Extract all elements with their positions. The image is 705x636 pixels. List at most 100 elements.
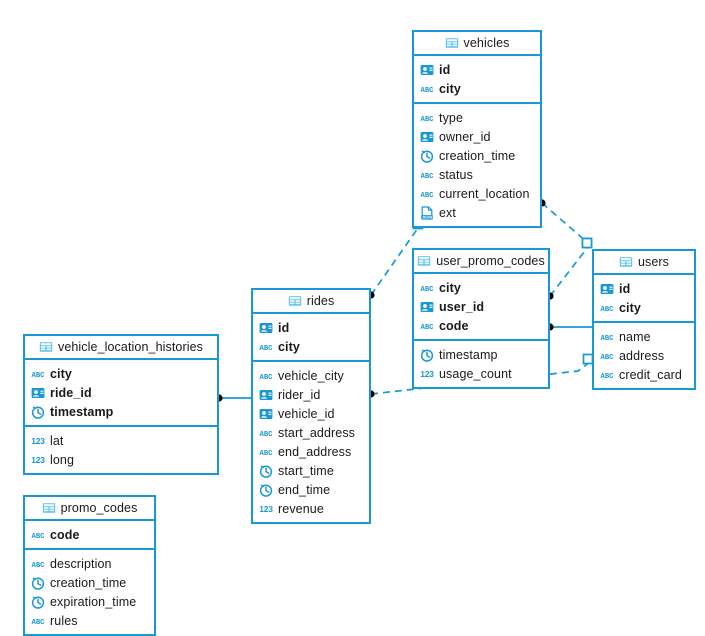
- id-card-icon: [420, 300, 434, 314]
- primary-key-section-promo_codes: ABC code: [25, 521, 154, 550]
- edge-vehicles-ext-endpoint[interactable]: [538, 199, 593, 249]
- field-row-vehicles-id[interactable]: id: [414, 60, 540, 79]
- table-grid-icon: [39, 340, 53, 354]
- id-card-icon: [259, 407, 273, 421]
- field-row-rides-city[interactable]: ABC city: [253, 337, 369, 356]
- abc-string-icon: ABC: [420, 281, 434, 295]
- field-row-users-id[interactable]: id: [594, 279, 694, 298]
- abc-string-icon: ABC: [259, 340, 273, 354]
- svg-text:JSON: JSON: [422, 214, 433, 219]
- abc-string-icon: ABC: [420, 82, 434, 96]
- svg-text:ABC: ABC: [601, 354, 614, 362]
- table-header-users[interactable]: users: [594, 251, 694, 275]
- table-header-rides[interactable]: rides: [253, 290, 369, 314]
- field-label: type: [439, 110, 464, 125]
- svg-text:ABC: ABC: [32, 562, 45, 570]
- table-header-user_promo_codes[interactable]: user_promo_codes: [414, 250, 548, 274]
- table-grid-icon: [417, 254, 431, 268]
- svg-text:ABC: ABC: [32, 372, 45, 380]
- abc-string-icon: ABC: [259, 445, 273, 459]
- field-row-vehicles-creation_time[interactable]: creation_time: [414, 146, 540, 165]
- field-row-vehicle_location_histories-timestamp[interactable]: timestamp: [25, 402, 217, 421]
- field-label: start_time: [278, 463, 334, 478]
- field-row-user_promo_codes-timestamp[interactable]: timestamp: [414, 345, 548, 364]
- field-row-rides-end_time[interactable]: end_time: [253, 480, 369, 499]
- abc-string-icon: ABC: [600, 368, 614, 382]
- abc-string-icon: ABC: [600, 301, 614, 315]
- svg-text:ABC: ABC: [421, 173, 434, 181]
- field-row-promo_codes-creation_time[interactable]: creation_time: [25, 573, 154, 592]
- abc-string-icon: ABC: [259, 369, 273, 383]
- field-row-rides-start_time[interactable]: start_time: [253, 461, 369, 480]
- field-row-user_promo_codes-user_id[interactable]: user_id: [414, 297, 548, 316]
- field-row-promo_codes-expiration_time[interactable]: expiration_time: [25, 592, 154, 611]
- abc-string-icon: ABC: [31, 528, 45, 542]
- field-row-rides-id[interactable]: id: [253, 318, 369, 337]
- field-row-vehicle_location_histories-ride_id[interactable]: ride_id: [25, 383, 217, 402]
- id-card-icon: [259, 321, 273, 335]
- table-title: vehicles: [463, 36, 510, 50]
- field-label: timestamp: [439, 347, 498, 362]
- svg-text:ABC: ABC: [421, 192, 434, 200]
- table-title: promo_codes: [60, 501, 138, 515]
- edge-vehicle_location_histories-to-rides[interactable]: [215, 394, 251, 402]
- field-row-rides-end_address[interactable]: ABC end_address: [253, 442, 369, 461]
- id-card-icon: [259, 388, 273, 402]
- field-label: expiration_time: [50, 594, 137, 609]
- field-row-rides-rider_id[interactable]: rider_id: [253, 385, 369, 404]
- field-label: city: [439, 81, 461, 96]
- table-header-vehicle_location_histories[interactable]: vehicle_location_histories: [25, 336, 217, 360]
- field-row-vehicles-city[interactable]: ABC city: [414, 79, 540, 98]
- id-card-icon: [420, 63, 434, 77]
- table-header-promo_codes[interactable]: promo_codes: [25, 497, 154, 521]
- field-label: code: [50, 527, 80, 542]
- svg-text:ABC: ABC: [601, 373, 614, 381]
- table-grid-icon: [619, 255, 633, 269]
- field-label: end_address: [278, 444, 352, 459]
- field-label: long: [50, 452, 75, 467]
- field-row-vehicles-ext[interactable]: JSON ext: [414, 203, 540, 222]
- table-grid-icon: [445, 36, 459, 50]
- field-row-rides-vehicle_id[interactable]: vehicle_id: [253, 404, 369, 423]
- field-label: city: [278, 339, 300, 354]
- svg-text:ABC: ABC: [260, 450, 273, 458]
- table-header-vehicles[interactable]: vehicles: [414, 32, 540, 56]
- edge-user_promo_codes-to-users[interactable]: [546, 323, 592, 331]
- field-label: creation_time: [439, 148, 516, 163]
- 123-number-icon: 123: [31, 435, 45, 446]
- field-row-promo_codes-code[interactable]: ABC code: [25, 525, 154, 544]
- field-row-vehicles-owner_id[interactable]: owner_id: [414, 127, 540, 146]
- field-label: timestamp: [50, 404, 114, 419]
- table-title: vehicle_location_histories: [57, 340, 204, 354]
- edge-user_promo_codes-to-vehicles[interactable]: [546, 237, 593, 300]
- field-label: ext: [439, 205, 456, 220]
